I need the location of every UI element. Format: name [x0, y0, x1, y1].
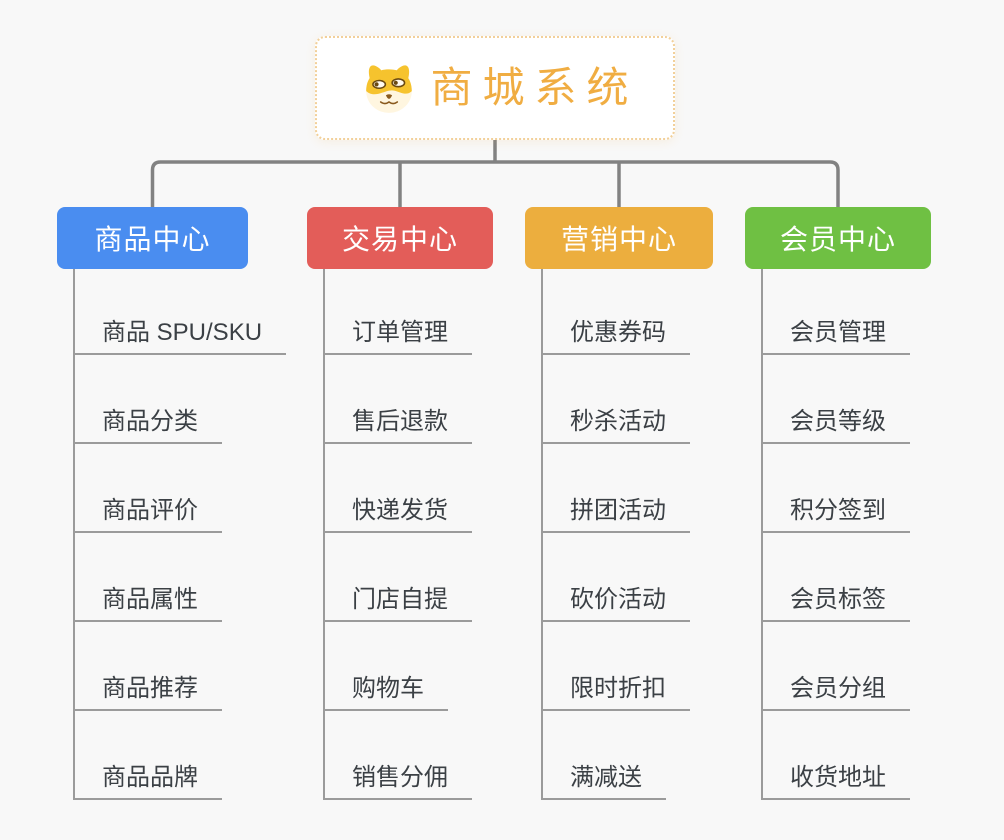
leaf-column-2: 订单管理售后退款快递发货门店自提购物车销售分佣 [323, 269, 472, 800]
leaf-node[interactable]: 会员标签 [761, 533, 910, 622]
leaf-label: 售后退款 [323, 408, 472, 444]
leaf-label: 商品分类 [73, 408, 222, 444]
leaf-node[interactable]: 限时折扣 [541, 622, 690, 711]
leaf-node[interactable]: 拼团活动 [541, 444, 690, 533]
root-title: 商城系统 [430, 64, 639, 111]
leaf-label: 砍价活动 [541, 586, 690, 622]
leaf-label: 商品品牌 [73, 764, 222, 800]
leaf-label: 优惠券码 [541, 319, 690, 355]
leaf-node[interactable]: 售后退款 [323, 355, 472, 444]
doge-icon [361, 62, 417, 114]
leaf-label: 订单管理 [323, 319, 472, 355]
leaf-label: 会员分组 [761, 675, 910, 711]
leaf-column-4: 会员管理会员等级积分签到会员标签会员分组收货地址 [761, 269, 910, 800]
leaf-node[interactable]: 商品品牌 [73, 711, 286, 800]
leaf-node[interactable]: 收货地址 [761, 711, 910, 800]
leaf-node[interactable]: 会员等级 [761, 355, 910, 444]
leaf-label: 会员标签 [761, 586, 910, 622]
leaf-node[interactable]: 会员分组 [761, 622, 910, 711]
leaf-label: 会员等级 [761, 408, 910, 444]
leaf-label: 会员管理 [761, 319, 910, 355]
branch-node-2[interactable]: 交易中心 [307, 207, 493, 269]
leaf-column-3: 优惠券码秒杀活动拼团活动砍价活动限时折扣满减送 [541, 269, 690, 800]
leaf-label: 满减送 [541, 764, 666, 800]
leaf-node[interactable]: 满减送 [541, 711, 690, 800]
leaf-label: 商品推荐 [73, 675, 222, 711]
leaf-label: 门店自提 [323, 586, 472, 622]
leaf-node[interactable]: 商品 SPU/SKU [73, 269, 287, 355]
root-node[interactable]: 商城系统 [315, 36, 675, 140]
branch-node-4[interactable]: 会员中心 [745, 207, 931, 269]
leaf-label: 购物车 [323, 675, 448, 711]
leaf-label: 积分签到 [761, 497, 910, 533]
leaf-label: 商品属性 [73, 586, 222, 622]
leaf-node[interactable]: 商品评价 [73, 444, 286, 533]
leaf-node[interactable]: 门店自提 [323, 533, 472, 622]
leaf-label: 收货地址 [761, 764, 910, 800]
leaf-label: 销售分佣 [323, 764, 472, 800]
leaf-node[interactable]: 商品分类 [73, 355, 286, 444]
leaf-node[interactable]: 商品推荐 [73, 622, 286, 711]
leaf-node[interactable]: 销售分佣 [323, 711, 472, 800]
leaf-node[interactable]: 快递发货 [323, 444, 472, 533]
leaf-label: 秒杀活动 [541, 408, 690, 444]
leaf-node[interactable]: 购物车 [323, 622, 472, 711]
leaf-node[interactable]: 砍价活动 [541, 533, 690, 622]
branch-node-3[interactable]: 营销中心 [525, 207, 713, 269]
branch-node-1[interactable]: 商品中心 [57, 207, 248, 269]
leaf-node[interactable]: 优惠券码 [541, 269, 690, 355]
leaf-label: 商品评价 [73, 497, 222, 533]
leaf-node[interactable]: 积分签到 [761, 444, 910, 533]
leaf-label: 拼团活动 [541, 497, 690, 533]
leaf-label: 快递发货 [323, 497, 472, 533]
leaf-label: 商品 SPU/SKU [73, 319, 287, 355]
leaf-label: 限时折扣 [541, 675, 690, 711]
leaf-node[interactable]: 秒杀活动 [541, 355, 690, 444]
leaf-column-1: 商品 SPU/SKU 商品分类商品评价商品属性商品推荐商品品牌 [73, 269, 287, 800]
leaf-node[interactable]: 会员管理 [761, 269, 910, 355]
leaf-node[interactable]: 商品属性 [73, 533, 286, 622]
leaf-node[interactable]: 订单管理 [323, 269, 472, 355]
